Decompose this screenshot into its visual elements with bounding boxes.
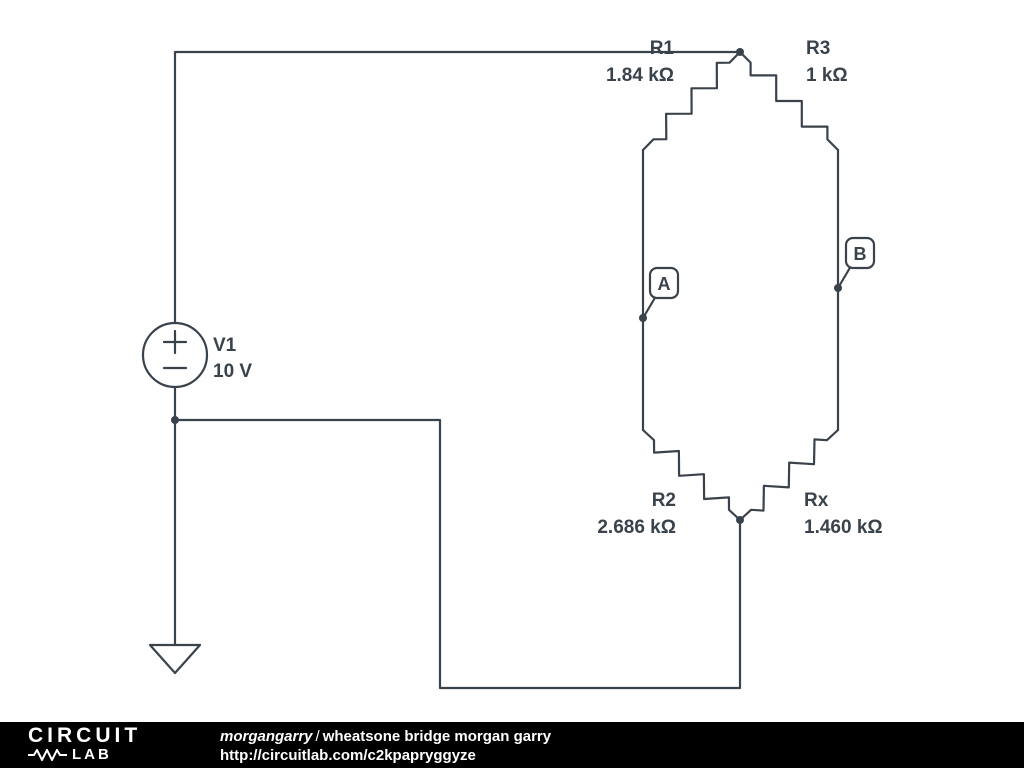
component-r3-resistor[interactable] xyxy=(738,50,840,152)
node-flag-a-label: A xyxy=(658,274,671,294)
schematic-title: wheatsone bridge morgan garry xyxy=(322,728,552,745)
r2-name-label: R2 xyxy=(652,490,676,511)
resistor-zigzag-icon xyxy=(28,749,67,761)
component-r1-resistor[interactable] xyxy=(641,50,742,152)
component-rx-resistor[interactable] xyxy=(738,428,840,522)
node-flag-a[interactable]: A xyxy=(641,266,680,320)
node-dot-top xyxy=(736,48,744,56)
v1-value-label: 10 V xyxy=(213,361,252,382)
r3-name-label: R3 xyxy=(806,38,830,59)
node-dot-bottom xyxy=(736,516,744,524)
rx-name-label: Rx xyxy=(804,490,829,511)
footer-bar: CIRCUIT LAB morgangarry/wheatsone bridge… xyxy=(0,722,1024,768)
r1-value-label: 1.84 kΩ xyxy=(606,65,674,86)
logo-circuit-text: CIRCUIT xyxy=(28,724,142,747)
logo-lab-text: LAB xyxy=(72,746,112,763)
v1-name-label: V1 xyxy=(213,335,237,356)
rx-value-label: 1.460 kΩ xyxy=(804,517,883,538)
byline-separator: / xyxy=(315,728,320,745)
component-v1-voltage-source[interactable] xyxy=(141,321,209,389)
circuitlab-logo: CIRCUIT LAB xyxy=(28,725,188,763)
node-dot-junction xyxy=(171,416,179,424)
schematic-byline: morgangarry/wheatsone bridge morgan garr… xyxy=(220,727,551,746)
node-flag-b[interactable]: B xyxy=(836,236,876,290)
wire-top xyxy=(173,50,742,325)
r3-value-label: 1 kΩ xyxy=(806,65,848,86)
author-name[interactable]: morgangarry xyxy=(220,728,313,745)
node-flag-b-label: B xyxy=(854,244,867,264)
r2-value-label: 2.686 kΩ xyxy=(597,517,676,538)
r1-name-label: R1 xyxy=(650,38,675,59)
footer-meta: morgangarry/wheatsone bridge morgan garr… xyxy=(220,727,551,765)
schematic-url[interactable]: http://circuitlab.com/c2kpapryggyze xyxy=(220,747,476,764)
schematic-canvas: A B V1 10 V R1 1.84 kΩ R3 1 kΩ R2 2.686 … xyxy=(141,38,883,690)
component-r2-resistor[interactable] xyxy=(641,428,742,522)
wire-bottom-branch xyxy=(173,418,742,690)
ground-symbol[interactable] xyxy=(148,643,202,675)
